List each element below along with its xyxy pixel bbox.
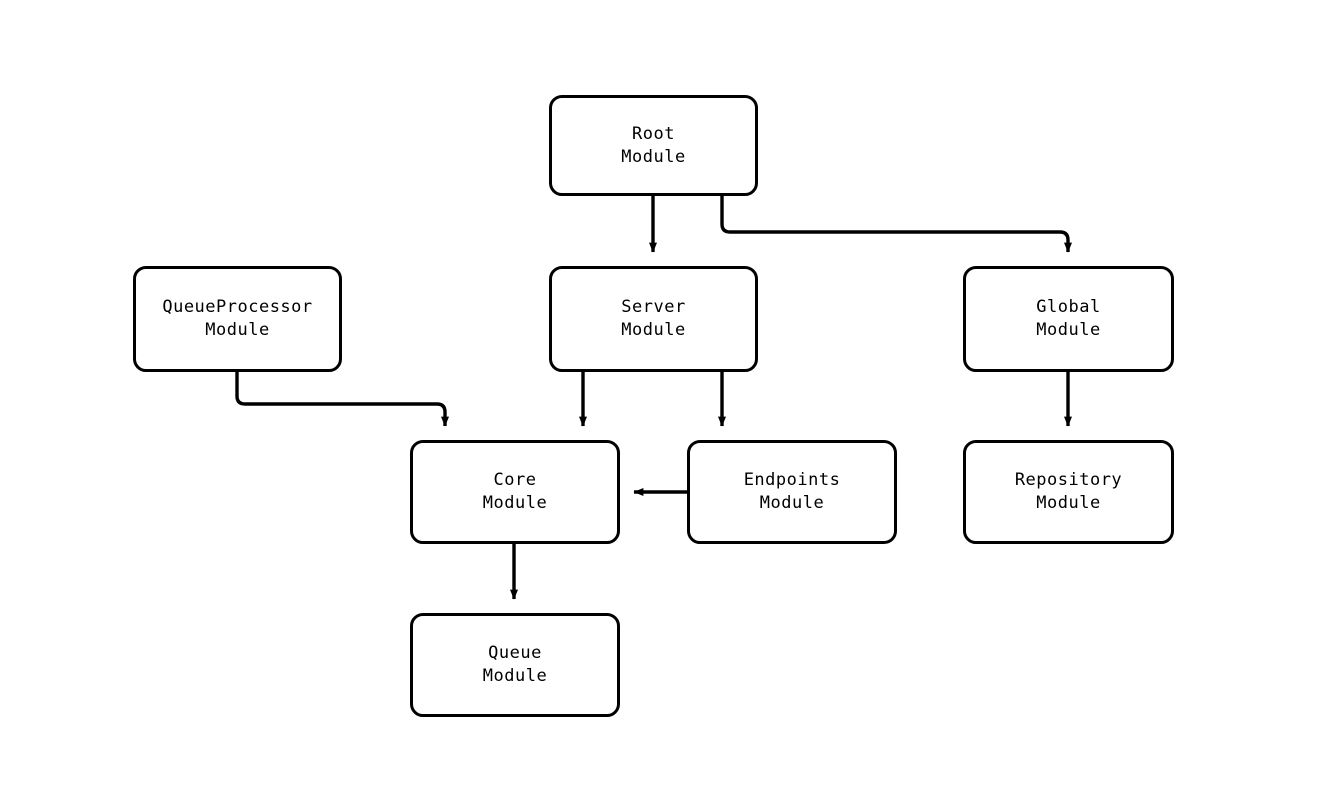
node-queue[interactable]: Queue Module — [410, 613, 620, 717]
node-core[interactable]: Core Module — [410, 440, 620, 544]
node-queue-title: Queue — [488, 643, 542, 663]
node-queueprocessor-subtitle: Module — [205, 320, 270, 340]
edge-queueprocessor-to-core — [235, 372, 449, 427]
node-repository[interactable]: Repository Module — [963, 440, 1174, 544]
node-repository-subtitle: Module — [1036, 493, 1101, 513]
node-global[interactable]: Global Module — [963, 266, 1174, 372]
node-queue-subtitle: Module — [482, 666, 548, 686]
node-core-title: Core — [493, 470, 537, 490]
node-server[interactable]: Server Module — [549, 266, 758, 372]
node-repository-title: Repository — [1014, 470, 1123, 490]
node-endpoints[interactable]: Endpoints Module — [687, 440, 897, 544]
node-server-title: Server — [621, 297, 686, 317]
node-global-title: Global — [1036, 297, 1101, 317]
node-endpoints-title: Endpoints — [743, 470, 841, 490]
node-server-subtitle: Module — [621, 320, 686, 340]
node-endpoints-subtitle: Module — [759, 493, 825, 513]
node-queueprocessor[interactable]: QueueProcessor Module — [133, 266, 342, 372]
node-core-subtitle: Module — [482, 493, 548, 513]
node-global-subtitle: Module — [1036, 320, 1101, 340]
node-root-title: Root — [632, 123, 675, 144]
node-root-subtitle: Module — [621, 146, 686, 167]
node-queueprocessor-title: QueueProcessor — [162, 297, 313, 317]
node-root[interactable]: Root Module — [549, 95, 758, 196]
edge-root-to-global — [720, 196, 1072, 253]
